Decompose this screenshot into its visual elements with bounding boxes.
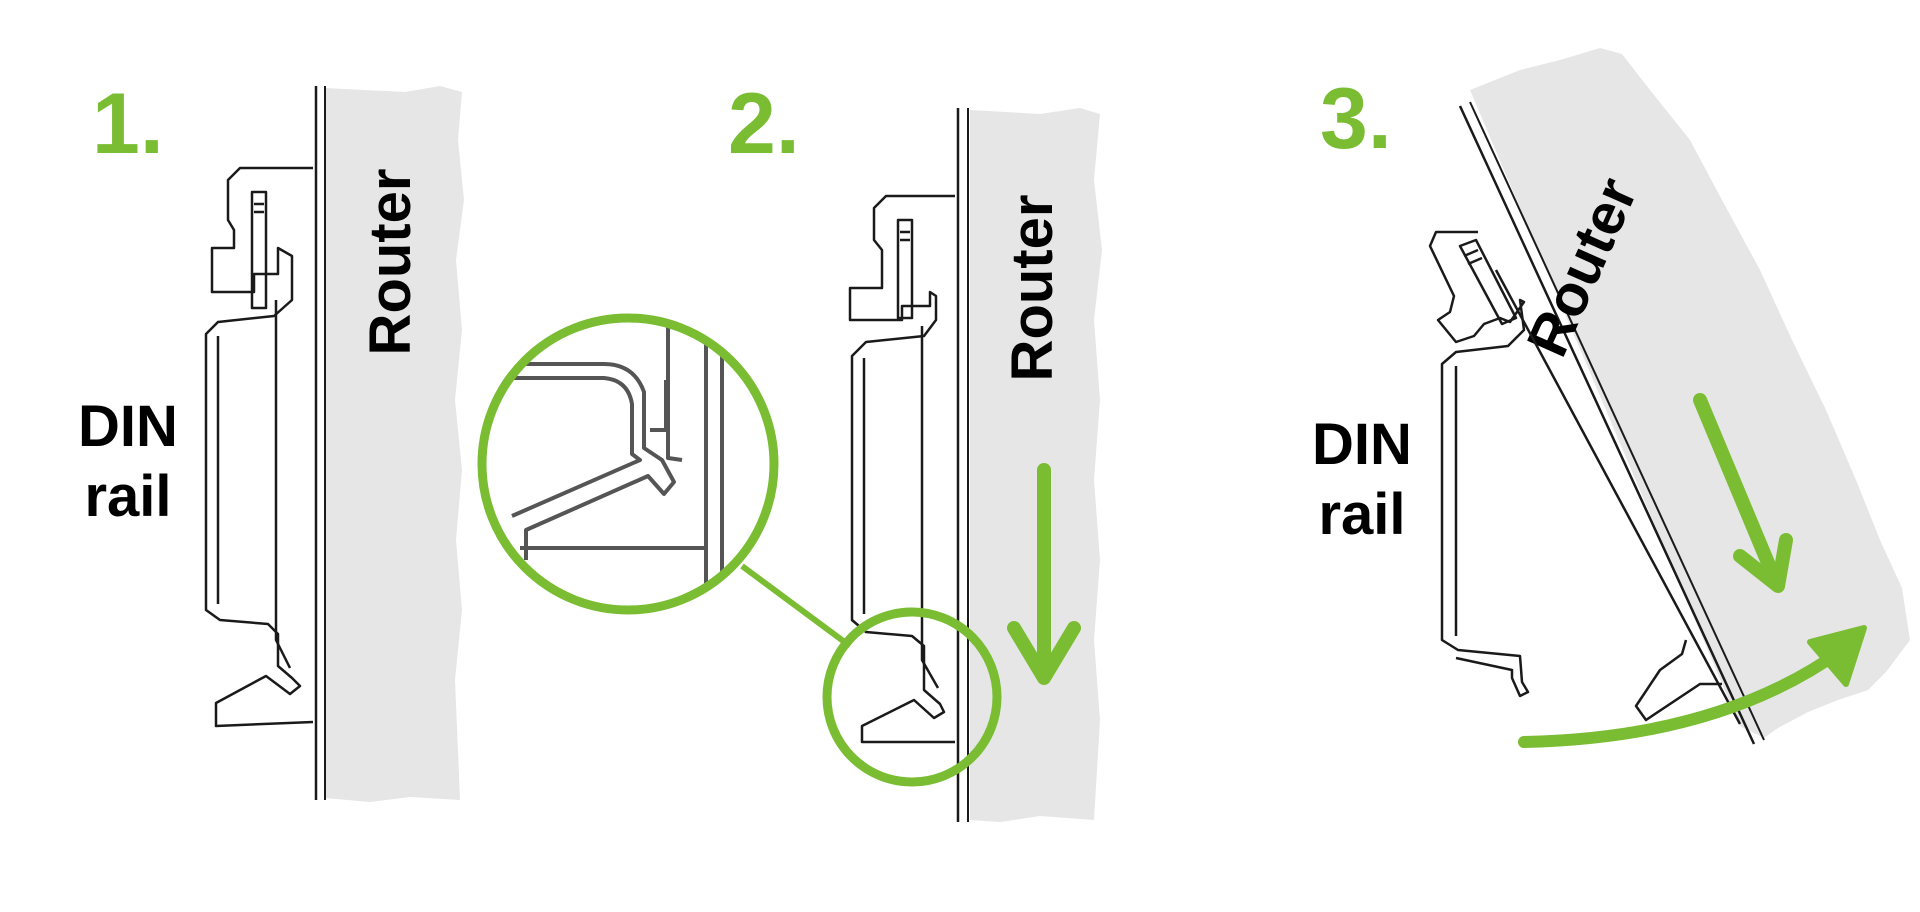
step-1-router-body <box>325 86 464 802</box>
step-3-router-edge <box>1458 105 1756 745</box>
step-2-number: 2. <box>728 76 800 172</box>
step-2: 2. Router <box>477 76 1102 822</box>
step-3-number: 3. <box>1320 71 1392 167</box>
step-3-curved-arrow-head <box>1807 625 1867 687</box>
step-2-router-label: Router <box>1000 195 1065 382</box>
zoom-magnifier <box>477 313 779 615</box>
step-3-down-arrow-head <box>1733 533 1793 593</box>
step-3-router-edge-inner <box>1469 101 1765 741</box>
step-3-router-body <box>1470 48 1910 738</box>
step-2-down-arrow-head <box>1007 621 1081 685</box>
zoom-source-circle <box>822 607 1002 787</box>
step-1-router-label: Router <box>358 169 423 356</box>
step-3-rail-label-line2: rail <box>1318 482 1405 547</box>
step-1-rail-label-line2: rail <box>84 464 171 529</box>
step-3: 3. Router DIN rail <box>1312 48 1910 748</box>
step-1-number: 1. <box>92 76 164 172</box>
zoom-connector-line <box>740 563 852 649</box>
step-3-din-rail-clip <box>1428 230 1742 725</box>
step-3-down-arrow <box>1693 393 1783 589</box>
step-3-curved-arrow <box>1518 644 1848 748</box>
step-3-rail-label-line1: DIN <box>1312 412 1412 477</box>
step-1-rail-label-line1: DIN <box>78 394 178 459</box>
zoom-circle-outline <box>477 313 779 615</box>
step-1-din-rail-clip <box>204 166 314 728</box>
step-2-din-rail-clip <box>848 194 955 744</box>
step-1: 1. Router DIN rail <box>78 76 464 802</box>
